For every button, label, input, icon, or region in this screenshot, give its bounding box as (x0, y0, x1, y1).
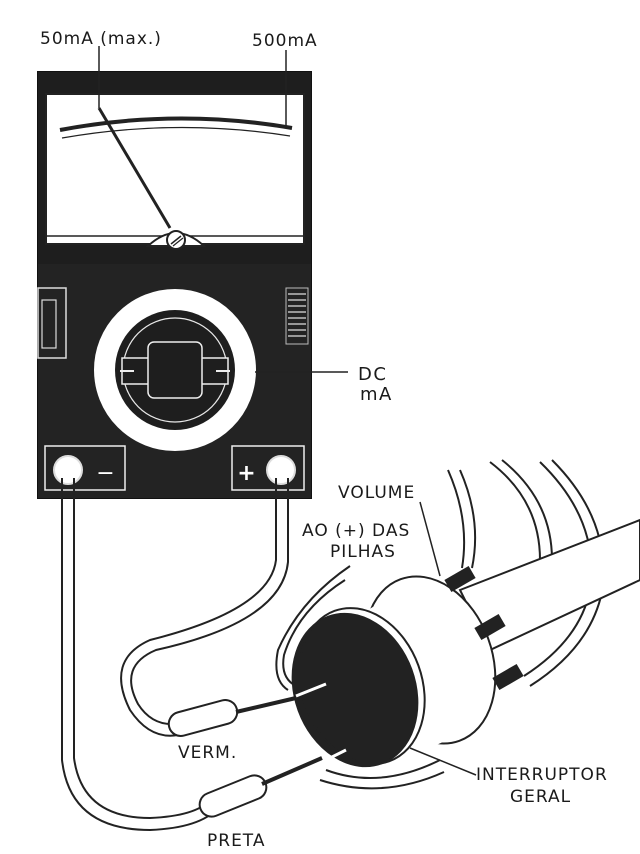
plus-terminal-label: + (237, 461, 256, 486)
wire-bottom-2 (319, 771, 445, 790)
black-probe (198, 756, 323, 818)
pot-pin-2 (317, 748, 347, 766)
zero-adjust-slot-2 (172, 237, 184, 247)
meter-scale-arc-inner (61, 126, 291, 139)
left-slot (37, 287, 67, 359)
volume-leader (419, 501, 441, 577)
pot-lug-3 (492, 663, 524, 691)
red-lead-wire (120, 478, 277, 737)
label-ma: mA (360, 384, 393, 405)
pot-lug-1 (444, 565, 476, 593)
label-50ma-max: 50mA (max.) (40, 29, 162, 49)
minus-jack[interactable] (53, 455, 83, 485)
switch-leader (409, 747, 477, 776)
wire-bottom (325, 759, 441, 779)
left-slot-inner (41, 299, 57, 349)
label-volume: VOLUME (338, 483, 415, 503)
meter-scale-arc (59, 116, 293, 132)
pot-pin-1 (295, 682, 327, 698)
right-ridge-dial[interactable] (285, 287, 309, 345)
black-lead-wire-2 (73, 478, 211, 820)
label-switch-line1: INTERRUPTOR (476, 765, 608, 785)
range-selector-dial[interactable] (94, 289, 256, 451)
label-dc: DC (358, 364, 387, 385)
battery-wire-2 (282, 579, 346, 687)
minus-terminal-label: − (96, 461, 115, 486)
multimeter: − + (37, 71, 348, 499)
wire-top-1b (459, 469, 477, 569)
meter-needle (97, 107, 172, 229)
plus-terminal-box (231, 445, 305, 491)
label-battery-line2: PILHAS (330, 542, 396, 562)
red-probe (167, 696, 297, 737)
volume-switch-potentiometer (291, 518, 640, 770)
wire-top-1 (447, 469, 466, 569)
label-black-probe: PRETA (207, 831, 266, 851)
meter-window (45, 93, 305, 245)
black-lead-wire (61, 478, 219, 832)
label-switch-line2: GERAL (510, 787, 571, 807)
label-battery-line1: AO (+) DAS (302, 521, 410, 541)
label-red-probe: VERM. (178, 743, 237, 763)
label-500ma: 500mA (252, 31, 318, 51)
zero-adjust-slot (170, 235, 182, 245)
minus-terminal-box (44, 445, 126, 491)
pot-lug-2 (474, 613, 506, 641)
battery-wire (275, 565, 351, 691)
red-lead-wire-2 (130, 478, 289, 726)
plus-jack[interactable] (266, 455, 296, 485)
pot-front-rim (298, 607, 426, 765)
